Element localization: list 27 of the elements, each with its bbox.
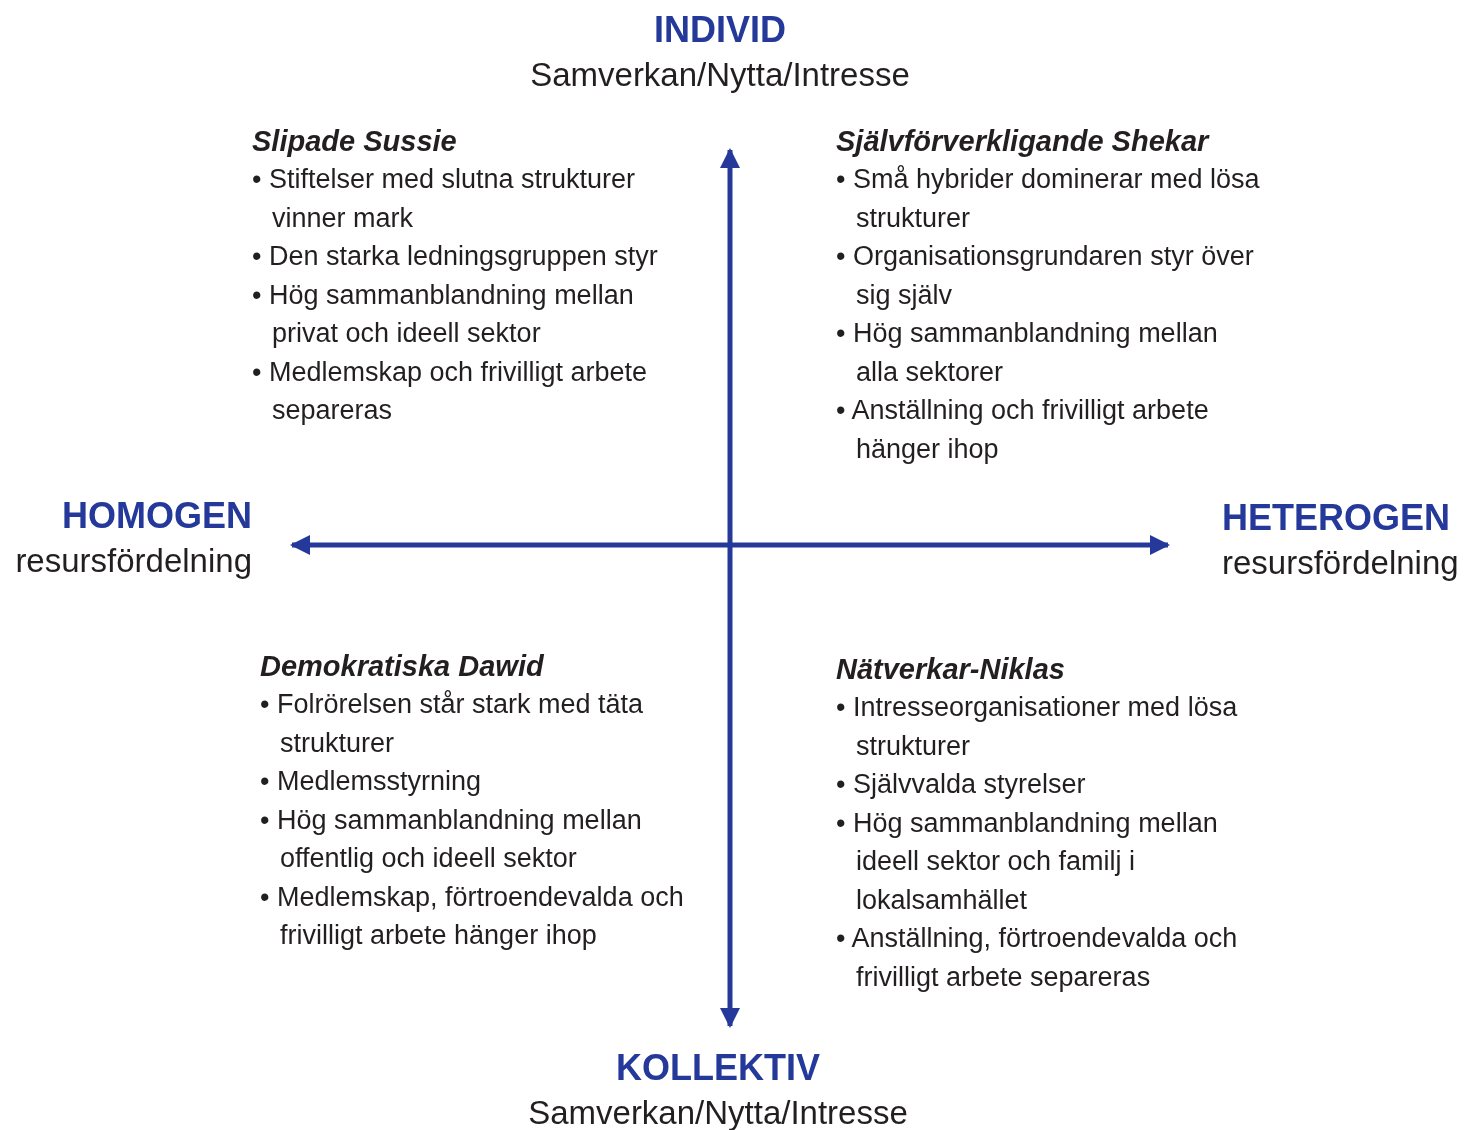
bullet-item: • Hög sammanblandning mellan privat och ideell sektor (252, 278, 635, 350)
bullet-item: • Folrörelsen står stark med täta strukturer (260, 688, 645, 760)
bullet-item: • Organisationsgrundaren styr över sig själv (836, 240, 1255, 312)
axis-title: KOLLEKTIV (616, 1048, 820, 1088)
bullet-item: • Hög sammanblandning mellan alla sektorer (836, 317, 1219, 389)
bullet-item: • Hög sammanblandning mellan ideell sektor och familj i lokalsamhället (836, 806, 1219, 917)
axis-title: INDIVID (654, 10, 786, 50)
bullet-item: • Den starka ledningsgruppen styr (252, 240, 659, 273)
bullet-item: • Anställning och frivilligt arbete hänger ihop (836, 394, 1210, 466)
bullet-item: • Hög sammanblandning mellan offentlig och ideell sektor (260, 803, 643, 875)
axis-title: HOMOGEN (62, 496, 252, 536)
bullet-item: • Medlemskap och frivilligt arbete separeras (252, 355, 649, 427)
quadrant-heading: Slipade Sussie (252, 124, 458, 159)
bullet-item: • Anställning, förtroendevalda och frivilligt arbete separeras (836, 922, 1239, 994)
bullet-item: • Medlemsstyrning (260, 765, 483, 798)
bullet-item: • Små hybrider dominerar med lösa strukturer (836, 163, 1261, 235)
quadrant-heading: Demokratiska Dawid (260, 649, 545, 684)
bullet-item: • Intresseorganisationer med lösa strukturer (836, 691, 1239, 763)
quadrant-heading: Självförverkligande Shekar (836, 124, 1211, 159)
axis-subtitle: Samverkan/Nytta/Intresse (530, 55, 910, 95)
axis-subtitle: resursfördelning (15, 541, 252, 581)
bullet-item: • Självvalda styrelser (836, 768, 1087, 801)
axis-subtitle: resursfördelning (1222, 543, 1459, 583)
bullet-item: • Medlemskap, förtroendevalda och frivilligt arbete hänger ihop (260, 880, 685, 952)
bullet-item: • Stiftelser med slutna strukturer vinner mark (252, 163, 637, 235)
axis-title: HETEROGEN (1222, 498, 1451, 538)
quadrant-heading: Nätverkar-Niklas (836, 652, 1066, 687)
